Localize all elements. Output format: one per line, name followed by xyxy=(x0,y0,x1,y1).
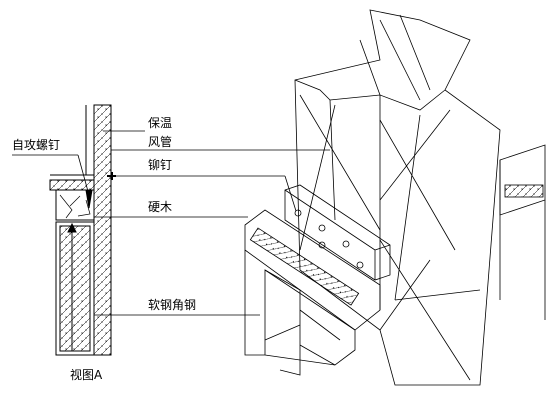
leader-lines xyxy=(12,130,330,316)
label-air-duct: 风管 xyxy=(148,135,173,149)
label-soft-steel-angle: 软钢角钢 xyxy=(148,298,197,312)
hardwood-block xyxy=(55,189,95,221)
rivet-icon xyxy=(107,172,116,180)
label-view-a: 视图A xyxy=(70,368,103,382)
angle-steel-section xyxy=(55,221,95,356)
label-insulation: 保温 xyxy=(148,116,173,130)
label-rivet: 铆钉 xyxy=(148,158,173,172)
isometric-duct xyxy=(244,9,546,386)
label-self-tapping-screw: 自攻螺钉 xyxy=(12,138,61,152)
screw-icon xyxy=(85,189,93,209)
section-view-a xyxy=(49,104,116,356)
label-hardwood: 硬木 xyxy=(148,200,173,214)
